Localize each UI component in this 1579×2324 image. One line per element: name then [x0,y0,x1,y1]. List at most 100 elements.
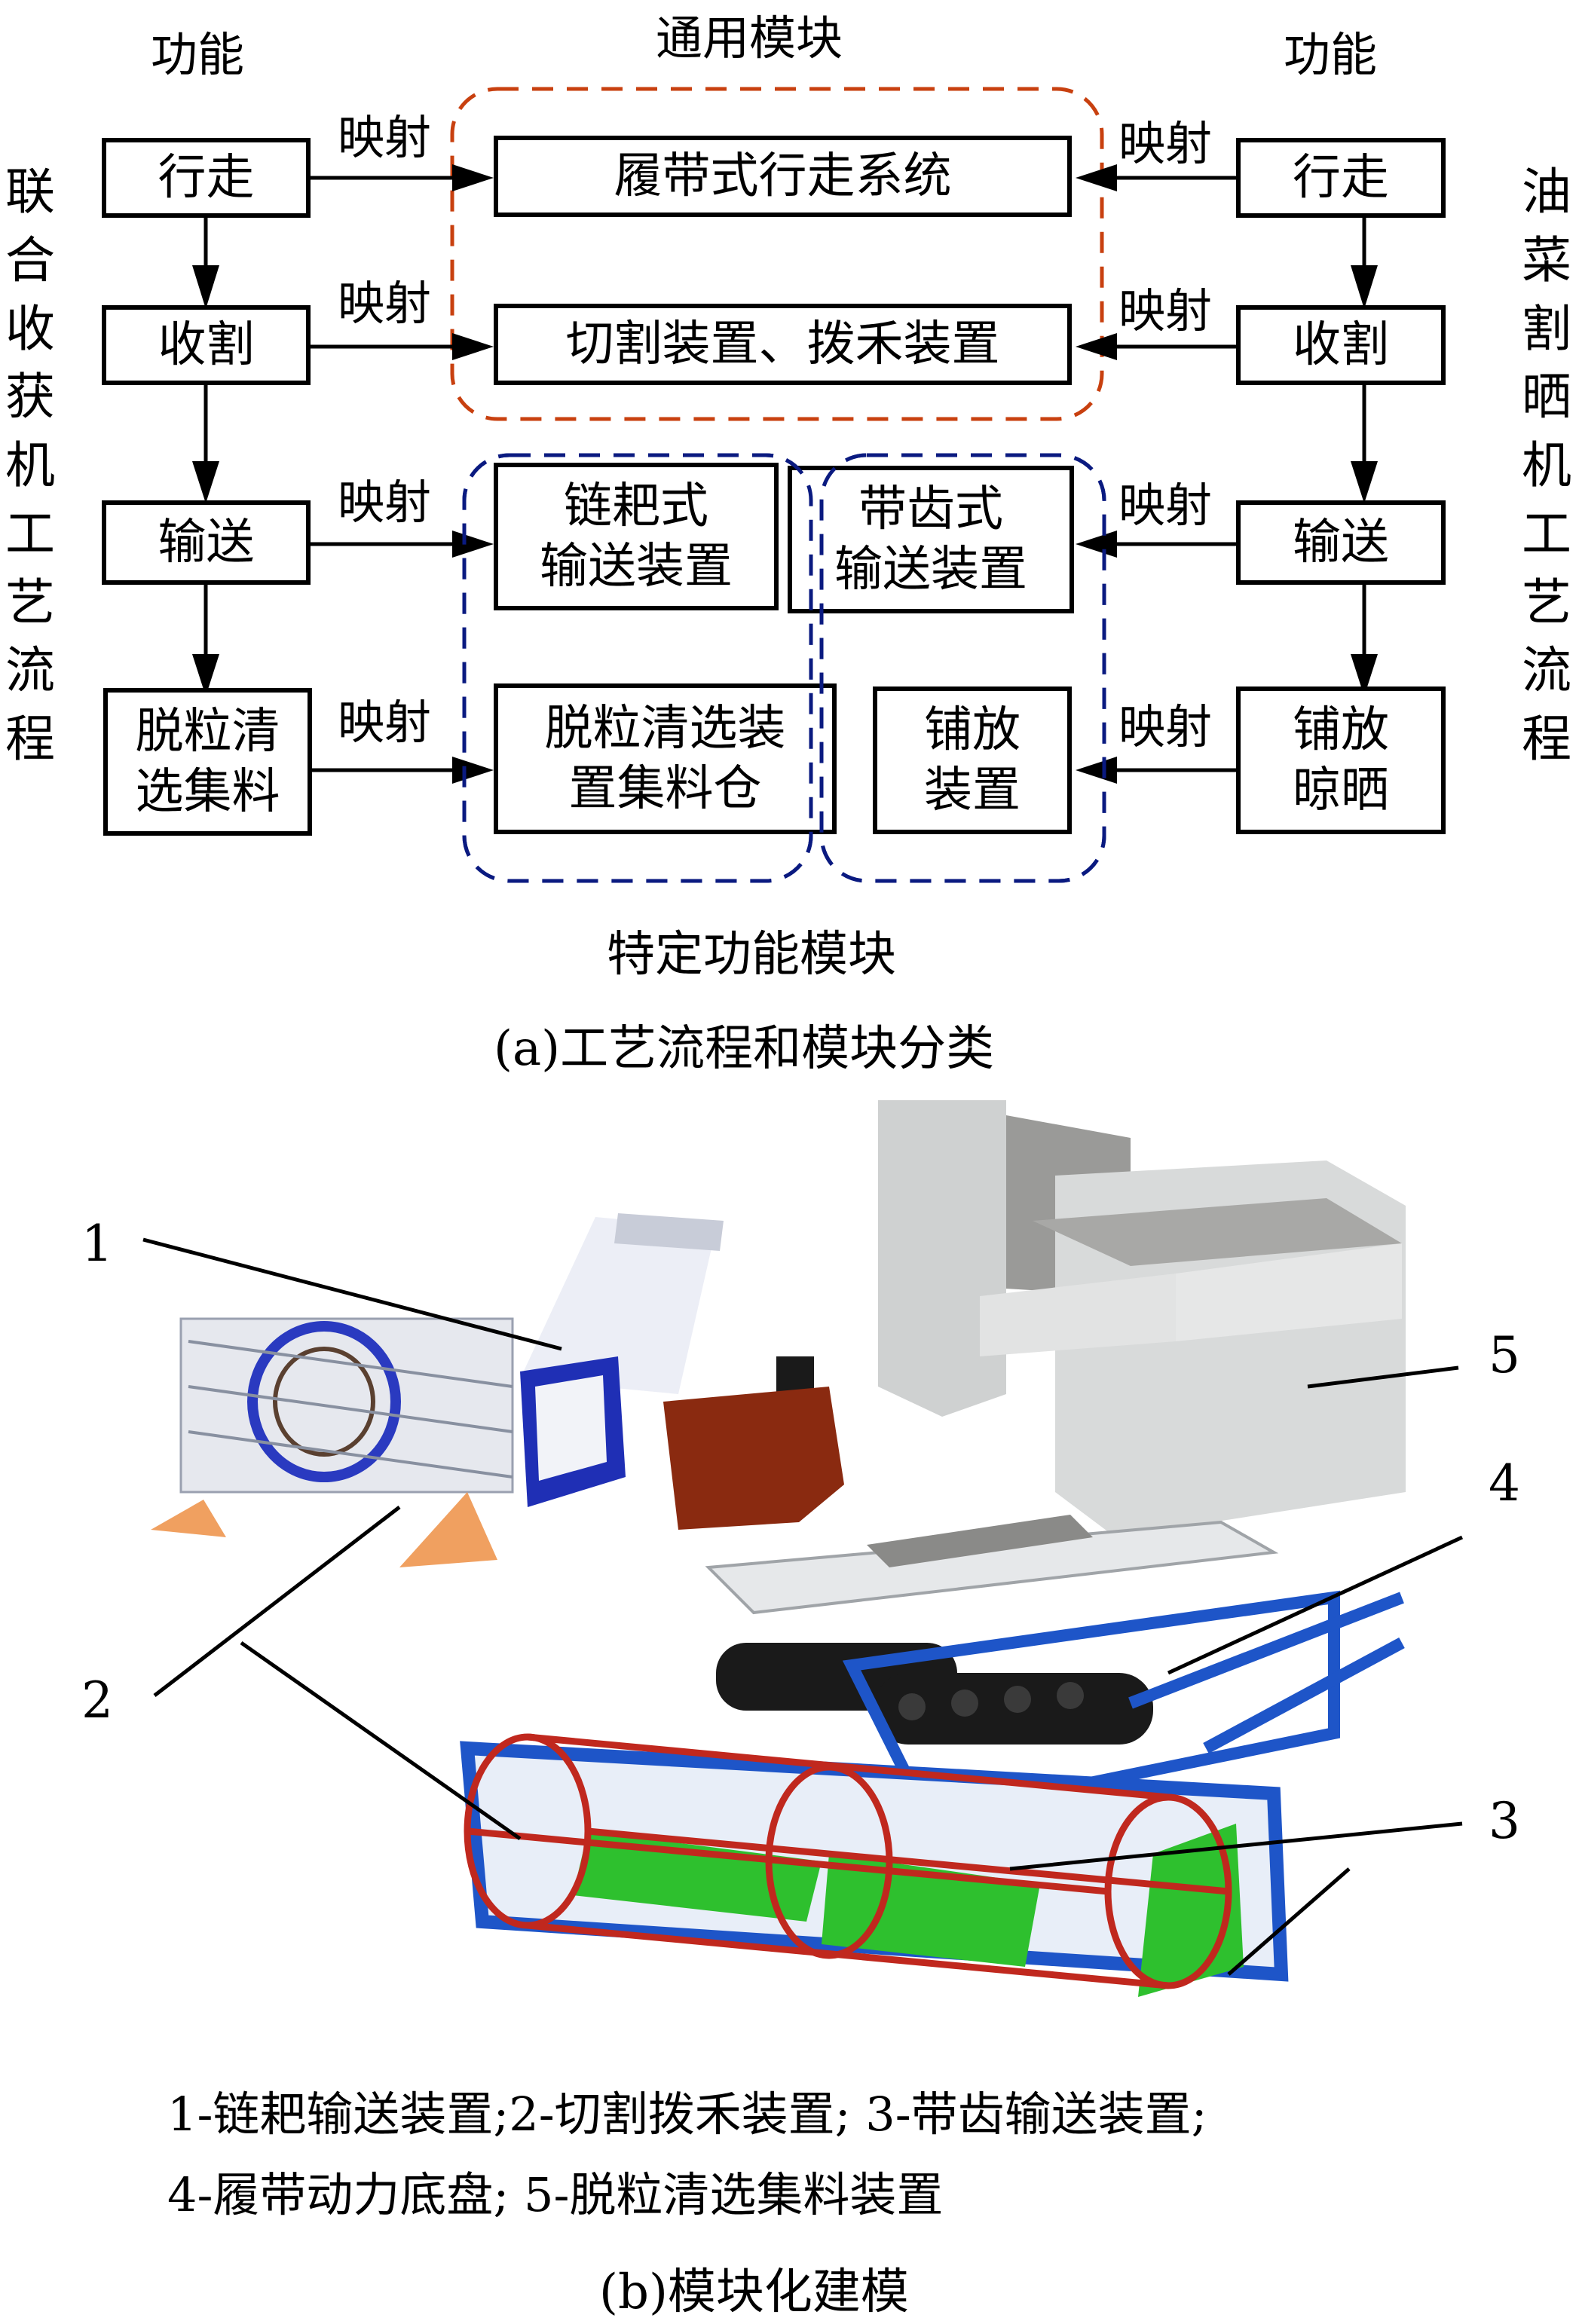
leader-3b [1227,1867,1351,1976]
left-function-harvest: 收割 [102,305,311,385]
map-arrowhead-left-1 [452,164,494,191]
mapping-label-right-4: 映射 [1118,699,1213,754]
left-process-label-text: 联合收获机工艺流程 [0,158,60,774]
right-process-char: 油 [1522,163,1571,221]
left-process-char: 艺 [5,573,55,631]
chain-rake-conveyor-and-header [151,1213,724,1567]
specific-module-chain-rake-conveyor: 链耙式 输送装置 [494,463,779,610]
callout-5: 5 [1489,1326,1520,1384]
right-function-travel: 行走 [1236,138,1446,218]
threshing-cleaning-unit [878,1100,1406,1537]
chain-rake-line1: 链耙式 [564,479,708,534]
right-function-convey-label: 输送 [1293,515,1389,570]
laying-device-line2: 装置 [924,763,1021,818]
right-arrowhead-down-1 [1351,265,1378,309]
toothed-belt-line1: 带齿式 [858,482,1003,537]
map-arrowhead-left-3 [452,531,494,558]
mapping-label-left-2: 映射 [338,276,432,331]
mapping-label-left-3: 映射 [338,475,432,530]
map-arrowhead-left-4 [452,757,494,784]
modular-model-illustration [142,1100,1464,1997]
laying-device-line1: 铺放 [924,702,1021,758]
callout-3: 3 [1489,1792,1520,1850]
leader-3a [1009,1821,1463,1871]
right-process-char: 晒 [1522,368,1571,427]
left-process-char: 收 [5,299,55,358]
map-arrowhead-right-3 [1076,531,1117,558]
map-arrowhead-right-1 [1076,164,1117,191]
left-function-travel: 行走 [102,138,311,218]
left-function-threshing: 脱粒清 选集料 [103,688,312,836]
leader-2a [153,1506,401,1697]
map-arrowhead-right-2 [1076,333,1117,360]
left-process-char: 工 [5,504,55,563]
right-process-char: 流 [1522,641,1571,700]
header-function-left-label: 功能 [151,27,245,82]
crawler-power-chassis [663,1356,1279,1745]
right-function-convey: 输送 [1236,500,1446,585]
left-function-convey: 输送 [102,500,311,585]
left-function-travel-label: 行走 [158,150,255,206]
left-process-char: 联 [5,163,55,221]
general-module-cutting-reel: 切割装置、拨禾装置 [494,304,1072,385]
callout-1: 1 [81,1215,113,1273]
left-process-char: 机 [5,436,55,494]
mapping-label-right-3: 映射 [1118,478,1213,533]
right-process-label-text: 油菜割晒机工艺流程 [1516,158,1577,774]
right-arrowhead-down-2 [1351,461,1378,503]
specific-module-toothed-belt-conveyor: 带齿式 输送装置 [788,466,1074,613]
callout-4: 4 [1489,1454,1520,1512]
right-function-laying-line2: 晾晒 [1293,763,1389,818]
right-function-harvest-label: 收割 [1293,317,1389,373]
left-arrowhead-down-2 [192,461,219,503]
right-function-travel-label: 行走 [1293,150,1389,206]
left-process-char: 程 [5,710,55,768]
right-process-char: 割 [1522,299,1571,358]
toothed-belt-line2: 输送装置 [834,542,1027,598]
general-module-crawler-travel-label: 履带式行走系统 [614,148,952,204]
right-process-char: 艺 [1522,573,1571,631]
header-general-modules-label: 通用模块 [656,11,843,66]
leader-1 [142,1237,562,1351]
toothed-belt-conveyor-and-reel [460,1590,1405,1997]
right-function-harvest: 收割 [1236,305,1446,385]
general-module-group-border [450,87,1104,421]
general-module-cutting-reel-label: 切割装置、拨禾装置 [565,316,1000,372]
mapping-label-right-2: 映射 [1118,283,1213,338]
specific-modules-label: 特定功能模块 [607,927,896,983]
right-arrowhead-down-3 [1351,654,1378,696]
left-arrowhead-down-3 [192,654,219,696]
specific-module-threshing-bin: 脱粒清选装 置集料仓 [494,683,837,834]
right-process-char: 程 [1522,710,1571,768]
caption-b: (b)模块化建模 [599,2264,909,2320]
general-module-crawler-travel: 履带式行走系统 [494,136,1072,217]
threshing-bin-line1: 脱粒清选装 [544,701,786,757]
leader-2b [240,1641,522,1841]
callout-2: 2 [81,1671,113,1729]
left-process-char: 获 [5,368,55,427]
left-arrowhead-down-1 [192,265,219,309]
map-arrowhead-right-4 [1076,757,1117,784]
left-function-threshing-line2: 选集料 [135,764,280,820]
left-process-char: 流 [5,641,55,700]
leader-5 [1307,1365,1459,1389]
mapping-label-left-4: 映射 [338,695,432,750]
left-function-convey-label: 输送 [158,515,255,570]
right-process-char: 工 [1522,504,1571,563]
left-function-harvest-label: 收割 [158,317,255,373]
threshing-bin-line2: 置集料仓 [568,761,762,817]
map-arrowhead-left-2 [452,333,494,360]
leader-4 [1167,1535,1464,1675]
leader-lines [142,1237,1464,1976]
mapping-label-right-1: 映射 [1118,116,1213,171]
right-function-laying-drying: 铺放 晾晒 [1236,686,1446,834]
right-function-laying-line1: 铺放 [1293,702,1389,758]
header-function-right-label: 功能 [1284,27,1378,82]
legend-line-2: 4-履带动力底盘; 5-脱粒清选集料装置 [167,2167,944,2222]
right-process-char: 菜 [1522,231,1571,289]
right-process-char: 机 [1522,436,1571,494]
specific-module-laying-device: 铺放 装置 [873,686,1072,834]
mapping-label-left-1: 映射 [338,110,432,165]
left-function-threshing-line1: 脱粒清 [135,704,280,760]
caption-a: (a)工艺流程和模块分类 [494,1021,995,1077]
